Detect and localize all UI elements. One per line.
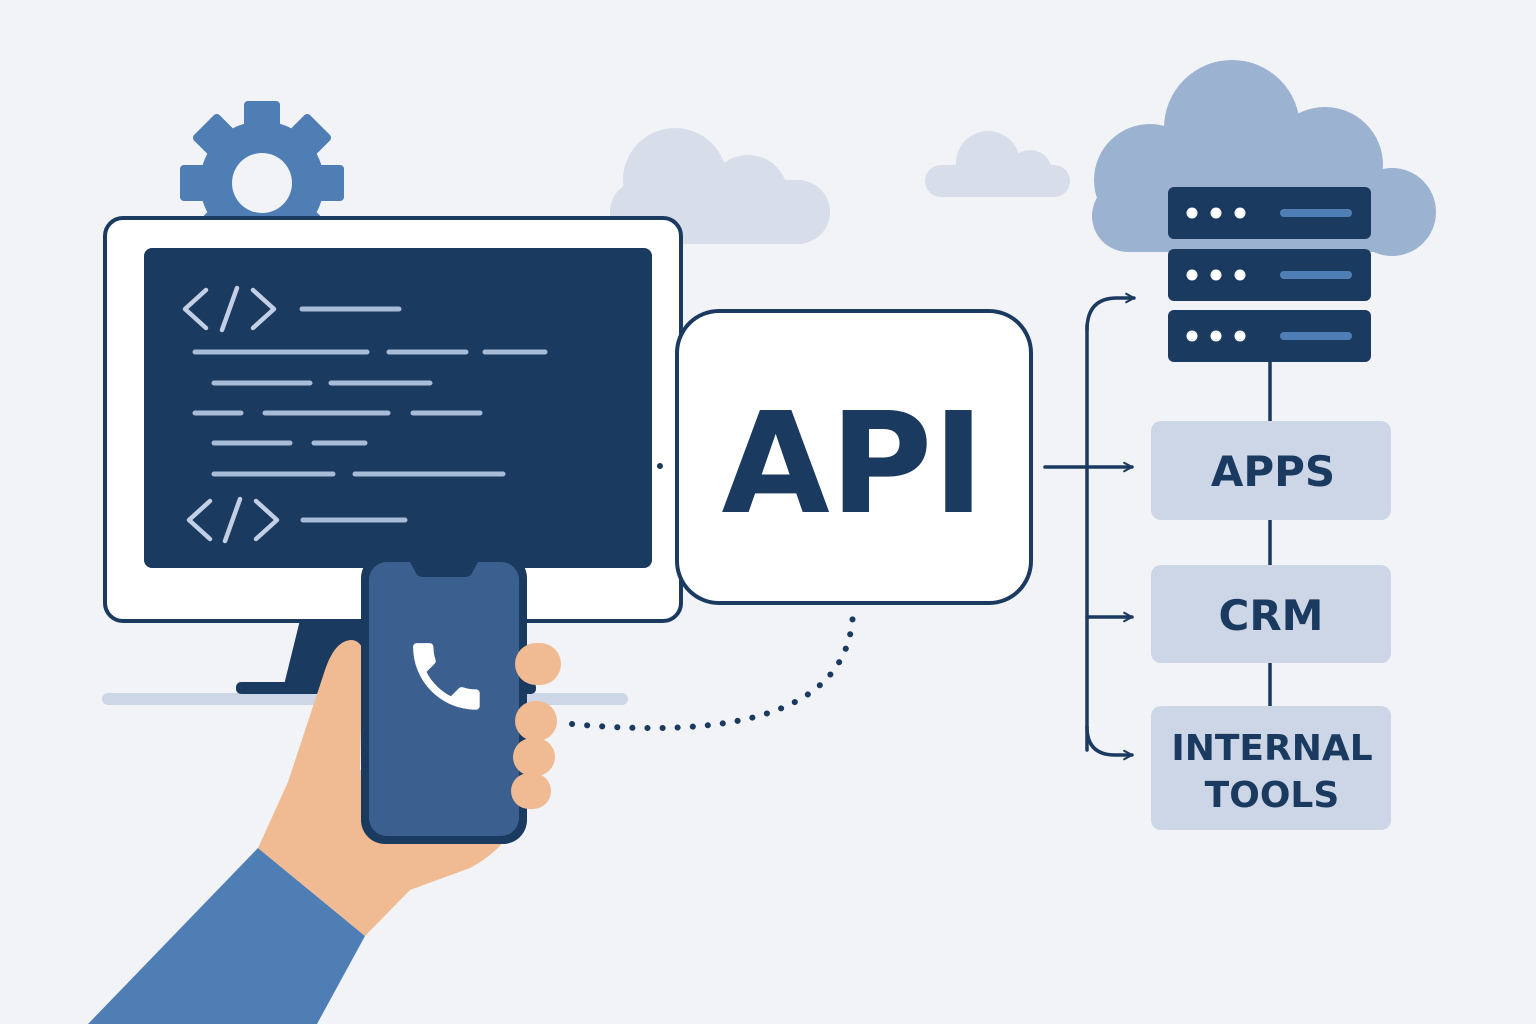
monitor-screen (144, 248, 652, 568)
internal-tools-label-line-2: TOOLS (1205, 775, 1340, 816)
arrow-to-internal-tools (1085, 725, 1134, 761)
code-lines (192, 306, 548, 523)
server-icon (1168, 187, 1371, 362)
code-icon (186, 496, 280, 544)
dotted-connectors (537, 463, 857, 732)
monitor (103, 216, 683, 623)
code-icon (182, 285, 277, 333)
arrow-to-server (1085, 292, 1136, 332)
api-label: API (721, 383, 984, 546)
internal-tools-label-line-1: INTERNAL (1171, 728, 1372, 769)
api-box: API (675, 309, 1033, 605)
background-cloud-small (925, 131, 1070, 197)
phone-icon (413, 643, 480, 710)
fingers (511, 643, 561, 809)
dotted-line-phone-api (569, 602, 857, 732)
target-box-apps: APPS (1151, 421, 1391, 520)
target-box-internal-tools: INTERNAL TOOLS (1151, 706, 1391, 830)
target-box-crm: CRM (1151, 565, 1391, 663)
crm-label: CRM (1219, 591, 1324, 640)
phone-notch (410, 562, 478, 577)
sleeve (88, 848, 365, 1024)
hand-with-phone (88, 554, 561, 1024)
connector-lines (1043, 292, 1272, 761)
apps-label: APPS (1211, 447, 1335, 496)
